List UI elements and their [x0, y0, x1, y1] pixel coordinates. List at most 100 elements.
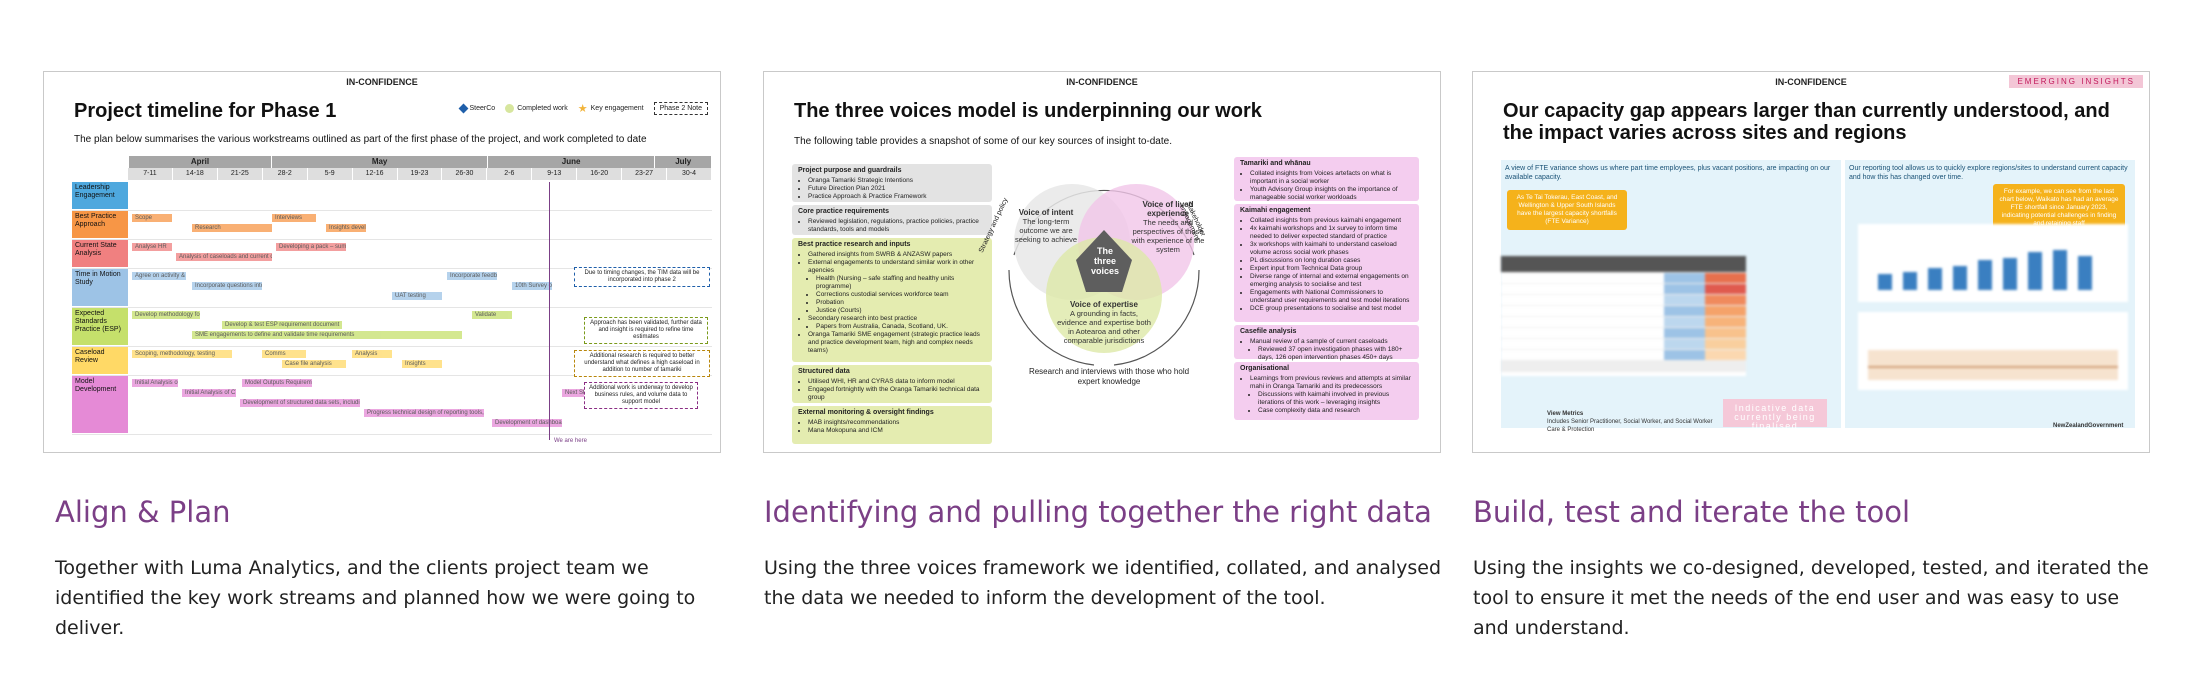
we-are-here-label: We are here: [554, 438, 587, 444]
timeline-bar: Develop & test ESP requirement document: [222, 321, 342, 329]
timeline-row: Leadership Engagement: [72, 182, 712, 211]
slide-subtitle: The following table provides a snapshot …: [794, 136, 1172, 147]
fte-variance-table: [1501, 256, 1746, 376]
week-label: 21-25: [217, 168, 263, 180]
voice-of-intent-title: Voice of intent: [1018, 208, 1074, 217]
week-label: 26-30: [442, 168, 488, 180]
view-metrics-note: View Metrics Includes Senior Practitione…: [1547, 411, 1713, 433]
timeline-legend: SteerCo Completed work ★Key engagement P…: [458, 102, 708, 115]
check-icon: [505, 104, 515, 113]
week-label: 28-2: [262, 168, 308, 180]
venn-center-shape: [1076, 230, 1132, 292]
timeline-header: April May June July 7-11 14-18 21-25 28-…: [72, 156, 712, 180]
source-box: Best practice research and inputs Gather…: [792, 238, 992, 362]
source-box: Project purpose and guardrails Oranga Ta…: [792, 164, 992, 202]
trend-chart-thumbnail: [1858, 224, 2128, 302]
source-box: Core practice requirements Reviewed legi…: [792, 205, 992, 235]
emerging-insights-tag: EMERGING INSIGHTS: [2009, 75, 2143, 88]
timeline-row: Current State Analysis Analyse HR Analysis…: [72, 240, 712, 269]
timeline-row: Time in Motion Study Agree on activity & …: [72, 269, 712, 308]
slide-title: Our capacity gap appears larger than cur…: [1503, 100, 2110, 144]
slide-thumbnail-capacity-gap[interactable]: IN-CONFIDENCE EMERGING INSIGHTS Our capa…: [1472, 71, 2150, 453]
workstream-label: Model Development: [72, 376, 128, 433]
venn-expertise-circle: [1046, 237, 1162, 353]
workstream-label: Time in Motion Study: [72, 269, 128, 306]
slide-thumbnail-three-voices[interactable]: IN-CONFIDENCE The three voices model is …: [763, 71, 1441, 453]
slide-title: The three voices model is underpinning o…: [794, 100, 1262, 122]
timeline-bar: Progress technical design of reporting t…: [364, 409, 484, 417]
panel-text: Our reporting tool allows us to quickly …: [1849, 165, 2128, 181]
source-box: Kaimahi engagement Collated insights fro…: [1234, 204, 1419, 322]
workstream-label: Best Practice Approach: [72, 211, 128, 238]
week-label: 16-20: [577, 168, 623, 180]
timeline-bar: Scope: [132, 214, 172, 222]
timeline-bar: Developing a pack – summary of insights: [276, 243, 346, 251]
timeline-bar: Validate: [472, 311, 512, 319]
phase2-note-legend: Phase 2 Note: [653, 102, 708, 115]
outer-arc: [1008, 269, 1095, 366]
caption-body: Using the insights we co-designed, devel…: [1473, 557, 2149, 639]
timeline-bar: Development of structured data sets, inc…: [240, 399, 360, 407]
month-label: April: [128, 156, 273, 168]
source-box: Structured data Utilised WHI, HR and CYR…: [792, 365, 992, 403]
timeline-note: Due to timing changes, the TIM data will…: [574, 267, 710, 287]
diamond-icon: [458, 103, 468, 114]
slide-subtitle: The plan below summarises the various wo…: [74, 134, 647, 145]
timeline-bar: Incorporate feedback: [447, 272, 497, 280]
star-icon: ★: [577, 102, 588, 115]
week-label: 19-23: [397, 168, 443, 180]
timeline-note: Approach has been validated, further dat…: [584, 317, 708, 344]
workstream-label: Current State Analysis: [72, 240, 128, 267]
panel-text: A view of FTE variance shows us where pa…: [1505, 165, 1831, 181]
workstream-label: Leadership Engagement: [72, 182, 128, 209]
month-label: July: [655, 156, 712, 168]
source-box: Organisational Learnings from previous r…: [1234, 362, 1419, 420]
timeline-bar: UAT testing: [392, 292, 442, 300]
timeline-bar: Analysis of caseloads and current demand: [176, 253, 272, 261]
month-label: May: [272, 156, 488, 168]
timeline-bar: Insights: [402, 360, 442, 368]
caption-body: Together with Luma Analytics, and the cl…: [55, 557, 696, 639]
caption-title-build-test: Build, test and iterate the tool: [1473, 495, 1911, 529]
timeline-bar: Insights developed: [326, 224, 366, 232]
slide-thumbnail-timeline[interactable]: IN-CONFIDENCE Project timeline for Phase…: [43, 71, 721, 453]
caption-title-identifying-data: Identifying and pulling together the rig…: [764, 495, 1432, 529]
three-voices-diagram: Voice of intent The long-term outcome we…: [978, 160, 1224, 380]
timeline-bar: Initial Analysis of CYRAS + HR Extracts: [182, 389, 236, 397]
confidentiality-label: IN-CONFIDENCE: [1066, 77, 1138, 87]
area-chart-thumbnail: [1858, 312, 2128, 390]
timeline-bar: Develop methodology for developing ESP: [132, 311, 200, 319]
timeline-bar: Agree on activity & task list: [132, 272, 186, 280]
timeline-bar: SME engagements to define and validate t…: [192, 331, 462, 339]
week-label: 9-13: [532, 168, 578, 180]
caption-body: Using the three voices framework we iden…: [764, 557, 1442, 609]
workstream-label: Caseload Review: [72, 347, 128, 374]
week-label: 23-27: [622, 168, 668, 180]
week-label: 5-9: [307, 168, 353, 180]
timeline-bar: Incorporate questions into TIM: [192, 282, 262, 290]
nz-government-logo: NewZealandGovernment: [2053, 423, 2124, 429]
voice-of-expertise-title: Voice of expertise: [1070, 300, 1138, 309]
we-are-here-line: [549, 182, 550, 440]
timeline-bar: Development of dashboards: [492, 419, 562, 427]
timeline-bar: Case file analysis: [282, 360, 346, 368]
timeline-note: Additional work is underway to develop b…: [584, 382, 698, 409]
source-box: Casefile analysis Manual review of a sam…: [1234, 325, 1419, 361]
timeline-row: Caseload Review Scoping, methodology, tes…: [72, 347, 712, 376]
caption-title-align-plan: Align & Plan: [55, 495, 231, 529]
voice-of-lived-experience-title: Voice of lived experience: [1142, 200, 1194, 218]
timeline-bar: Initial Analysis of HR Extracts: [132, 379, 178, 387]
confidentiality-label: IN-CONFIDENCE: [346, 77, 418, 87]
source-box: External monitoring & oversight findings…: [792, 406, 992, 444]
three-voices-center-label: The three voices: [1090, 246, 1120, 276]
week-label: 2-6: [487, 168, 533, 180]
week-label: 12-16: [352, 168, 398, 180]
timeline-bar: Model Outputs Requirements Session(s): [242, 379, 312, 387]
callout: As Te Tai Tokerau, East Coast, and Welli…: [1507, 190, 1627, 230]
timeline-bar: Analyse HR: [132, 243, 172, 251]
timeline-bar: Scoping, methodology, testing: [132, 350, 232, 358]
outer-arc: [1113, 269, 1200, 366]
confidentiality-label: IN-CONFIDENCE: [1775, 77, 1847, 87]
timeline-bar: Research: [192, 224, 272, 232]
